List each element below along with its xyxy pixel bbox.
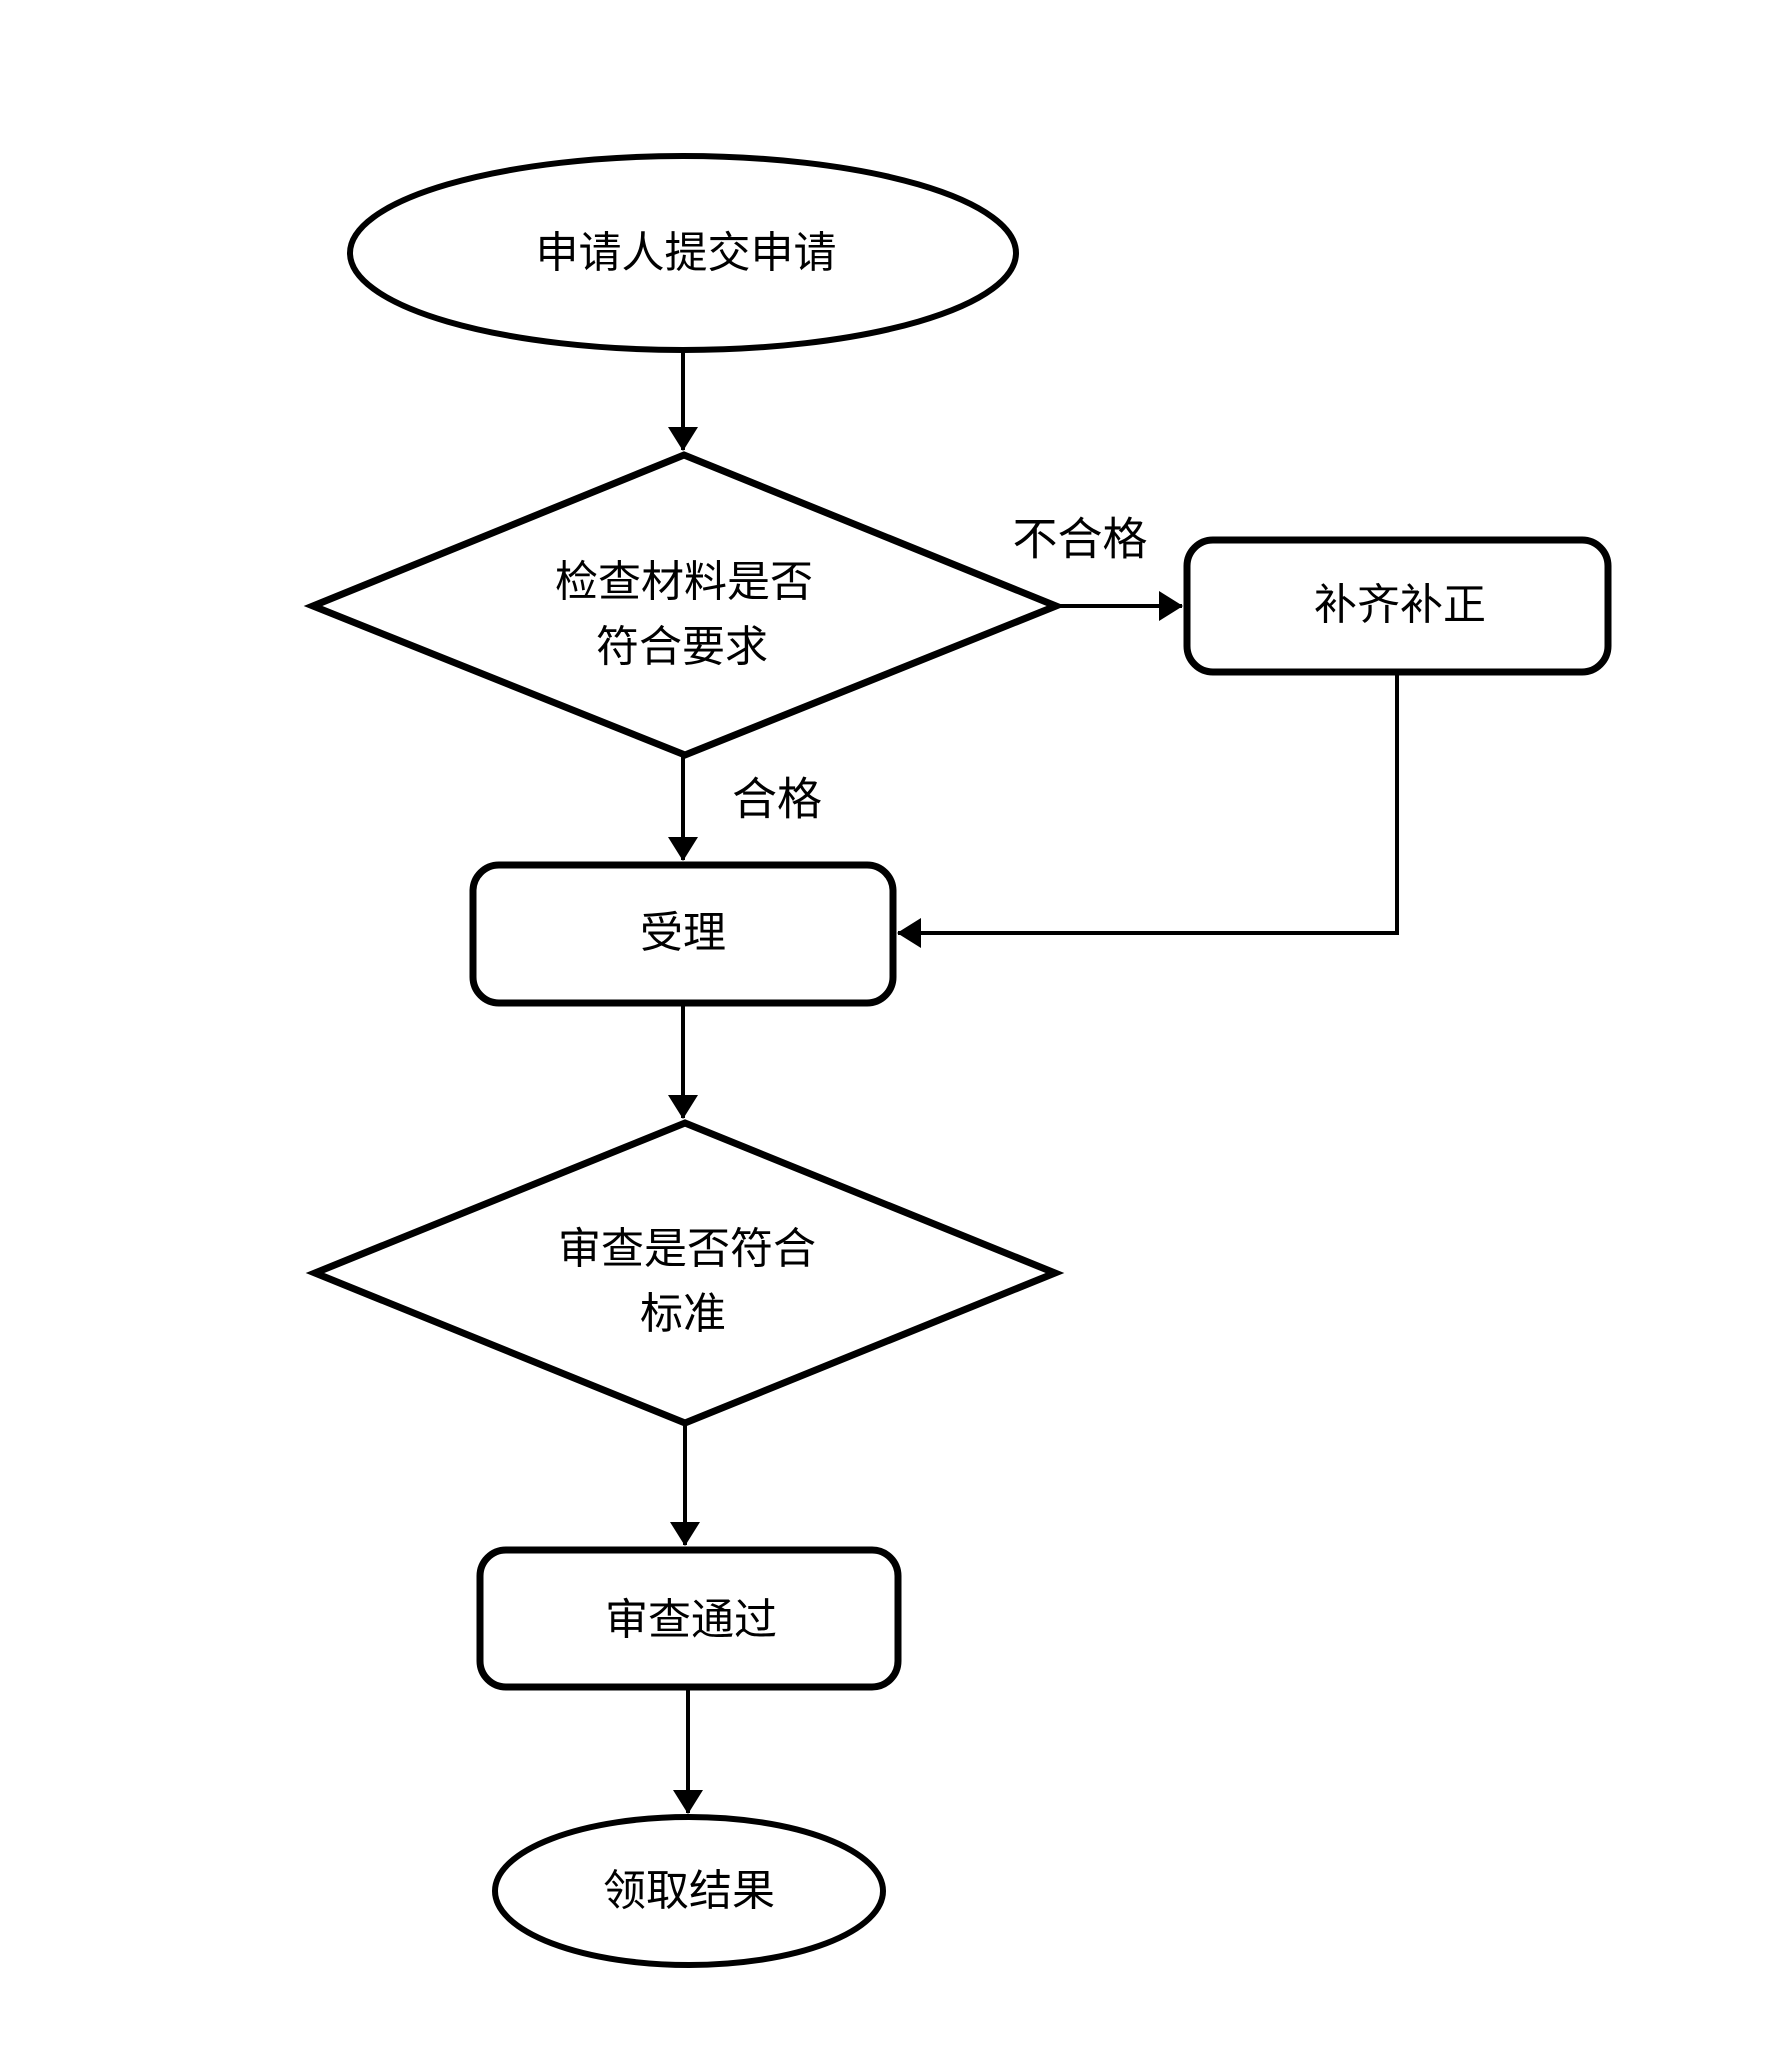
start-ellipse xyxy=(347,153,1019,353)
review-passed-box xyxy=(476,1546,902,1691)
result-ellipse xyxy=(492,1814,886,1968)
result-label: 领取结果 xyxy=(603,1868,775,1916)
supplement-box xyxy=(1183,536,1612,676)
arrow-supplement-to-accept xyxy=(897,674,1399,948)
check-label-line2: 符合要求 xyxy=(596,624,768,672)
review-label-line1: 审查是否符合 xyxy=(558,1226,816,1274)
accept-label: 受理 xyxy=(640,910,726,958)
review-passed-label: 审查通过 xyxy=(605,1597,777,1645)
check-label-line1: 检查材料是否 xyxy=(555,559,813,607)
edge-label-pass: 合格 xyxy=(731,774,823,825)
review-diamond xyxy=(305,1119,1065,1427)
start-label: 申请人提交申请 xyxy=(535,230,837,278)
accept-box xyxy=(469,861,897,1007)
check-diamond xyxy=(303,451,1066,759)
edge-label-fail: 不合格 xyxy=(1012,514,1148,565)
supplement-label: 补齐补正 xyxy=(1314,582,1486,630)
review-label-line2: 标准 xyxy=(640,1291,726,1339)
